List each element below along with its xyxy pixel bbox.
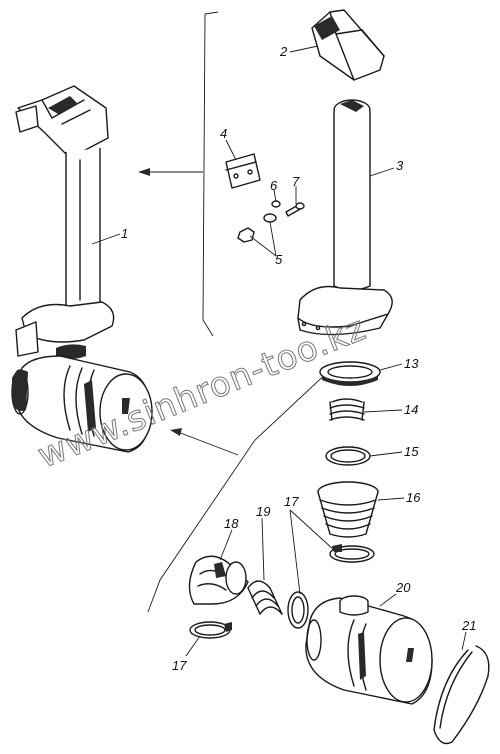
part-3-pipe <box>297 99 393 336</box>
callout-15: 15 <box>404 444 419 459</box>
callout-21: 21 <box>461 618 476 633</box>
callout-5: 5 <box>275 252 283 267</box>
callout-4: 4 <box>220 126 227 141</box>
part-14-spring <box>329 398 365 421</box>
bracket-arrow-head <box>138 168 150 176</box>
part-21-band-strap <box>433 645 490 745</box>
part-17-clamp-upper <box>329 544 375 563</box>
callout-19: 19 <box>256 504 270 519</box>
callout-17-lower: 17 <box>172 658 187 673</box>
callout-6: 6 <box>270 178 278 193</box>
callout-14: 14 <box>404 402 418 417</box>
part-19-spring-tube <box>247 580 283 615</box>
callout-20: 20 <box>395 580 411 595</box>
part-13-ring <box>319 361 381 386</box>
part-7-bolt <box>285 202 305 217</box>
callout-2: 2 <box>279 44 288 59</box>
part-5-nut <box>237 227 255 243</box>
part-17-clamp-left <box>189 621 232 639</box>
callout-1: 1 <box>121 226 128 241</box>
callout-7: 7 <box>292 174 300 189</box>
leader-arrow-head <box>170 428 182 436</box>
part-6-washer <box>263 200 281 223</box>
part-17-clamp-right <box>287 591 309 629</box>
part-15-band <box>325 446 371 466</box>
callout-18: 18 <box>224 516 239 531</box>
part-20-filter-housing <box>305 595 433 705</box>
callout-16: 16 <box>406 490 421 505</box>
leader-lines <box>91 45 467 657</box>
assembly-leader <box>147 369 331 613</box>
callout-17-upper: 17 <box>284 494 299 509</box>
part-1-assembled-intake <box>11 85 153 453</box>
part-2-hood <box>311 9 385 81</box>
callout-3: 3 <box>396 158 404 173</box>
assembly-bracket <box>202 11 219 337</box>
part-18-elbow <box>188 555 249 605</box>
part-16-bellows <box>317 481 379 538</box>
callout-13: 13 <box>404 356 419 371</box>
leader-arrow-line <box>177 431 239 456</box>
part-4-bracket <box>225 153 261 189</box>
